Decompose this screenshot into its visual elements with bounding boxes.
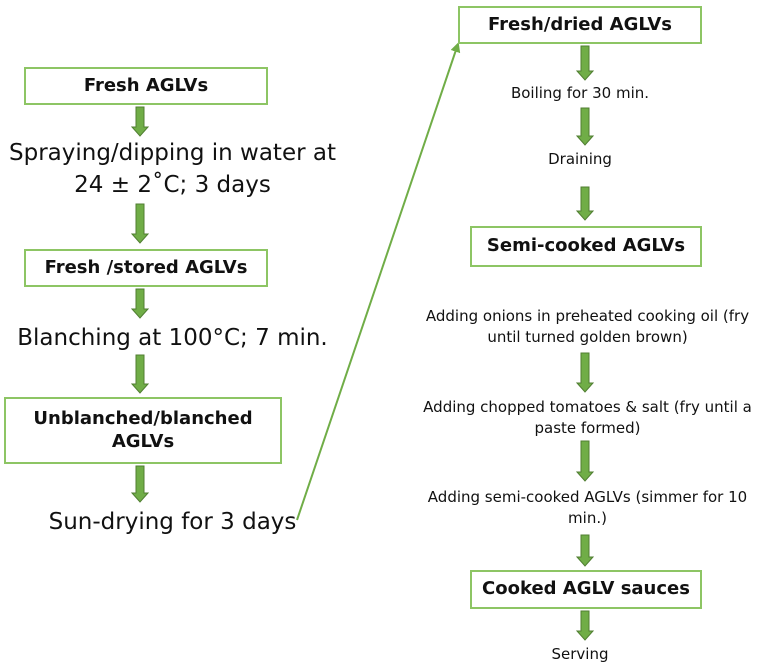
box-fresh-stored-label: Fresh /stored AGLVs	[44, 256, 248, 278]
down-arrow-onions-to-tomatoes	[575, 352, 595, 393]
down-arrow-boiling-to-draining	[575, 107, 595, 146]
step-serving: Serving	[430, 644, 730, 665]
step-spraying-line1: Spraying/dipping in water at	[9, 140, 336, 166]
step-simmer-line1: Adding semi-cooked AGLVs (simmer for 10	[427, 488, 748, 506]
step-boiling: Boiling for 30 min.	[430, 83, 730, 104]
step-simmer-line2: min.)	[568, 509, 607, 527]
box-unblanched-aglvs: Unblanched/blanched AGLVs	[4, 397, 282, 464]
step-tomatoes-line1: Adding chopped tomatoes & salt (fry unti…	[423, 398, 752, 416]
down-arrow-draining-to-semicooked	[575, 186, 595, 221]
down-arrow-stored-to-blanching	[130, 288, 150, 319]
box-fresh-stored-aglvs: Fresh /stored AGLVs	[24, 249, 268, 287]
box-fresh-dried-label: Fresh/dried AGLVs	[488, 13, 672, 35]
box-fresh-aglvs-label: Fresh AGLVs	[83, 74, 209, 96]
step-blanching-text: Blanching at 100°C; 7 min.	[17, 325, 328, 351]
down-arrow-blanching-to-unblanched	[130, 354, 150, 394]
box-cooked-sauces-label: Cooked AGLV sauces	[482, 578, 690, 600]
step-adding-onions: Adding onions in preheated cooking oil (…	[400, 306, 775, 348]
connector-line	[296, 42, 461, 521]
step-onions-line2: until turned golden brown)	[487, 328, 688, 346]
down-arrow-freshdried-to-boiling	[575, 45, 595, 81]
step-spraying-line2: 24 ± 2˚C; 3 days	[74, 172, 271, 199]
box-semi-cooked-aglvs: Semi-cooked AGLVs	[470, 226, 702, 267]
step-adding-semi-cooked: Adding semi-cooked AGLVs (simmer for 10 …	[400, 487, 775, 529]
box-fresh-dried-aglvs: Fresh/dried AGLVs	[458, 6, 702, 44]
down-arrow-tomatoes-to-simmer	[575, 440, 595, 482]
step-blanching: Blanching at 100°C; 7 min.	[0, 322, 345, 354]
step-adding-tomatoes: Adding chopped tomatoes & salt (fry unti…	[400, 397, 775, 439]
down-arrow-cooked-to-serving	[575, 610, 595, 641]
box-semi-cooked-label: Semi-cooked AGLVs	[486, 235, 686, 257]
box-unblanched-line2: AGLVs	[111, 430, 175, 452]
step-draining: Draining	[430, 149, 730, 170]
box-unblanched-line1: Unblanched/blanched	[33, 408, 253, 429]
step-sun-drying: Sun-drying for 3 days	[0, 506, 345, 538]
step-onions-line1: Adding onions in preheated cooking oil (…	[425, 307, 750, 325]
step-spraying: Spraying/dipping in water at 24 ± 2˚C; 3…	[0, 137, 345, 201]
step-tomatoes-line2: paste formed)	[534, 419, 641, 437]
box-cooked-aglv-sauces: Cooked AGLV sauces	[470, 570, 702, 609]
down-arrow-spraying-to-stored	[130, 203, 150, 244]
step-serving-text: Serving	[551, 645, 609, 663]
step-draining-text: Draining	[548, 150, 612, 168]
down-arrow-unblanched-to-sundrying	[130, 465, 150, 503]
down-arrow-fresh-to-spraying	[130, 106, 150, 137]
step-sun-drying-text: Sun-drying for 3 days	[48, 509, 297, 535]
box-fresh-aglvs: Fresh AGLVs	[24, 67, 268, 105]
down-arrows-group	[130, 45, 595, 641]
down-arrow-simmer-to-cooked	[575, 534, 595, 567]
step-boiling-text: Boiling for 30 min.	[510, 84, 650, 102]
